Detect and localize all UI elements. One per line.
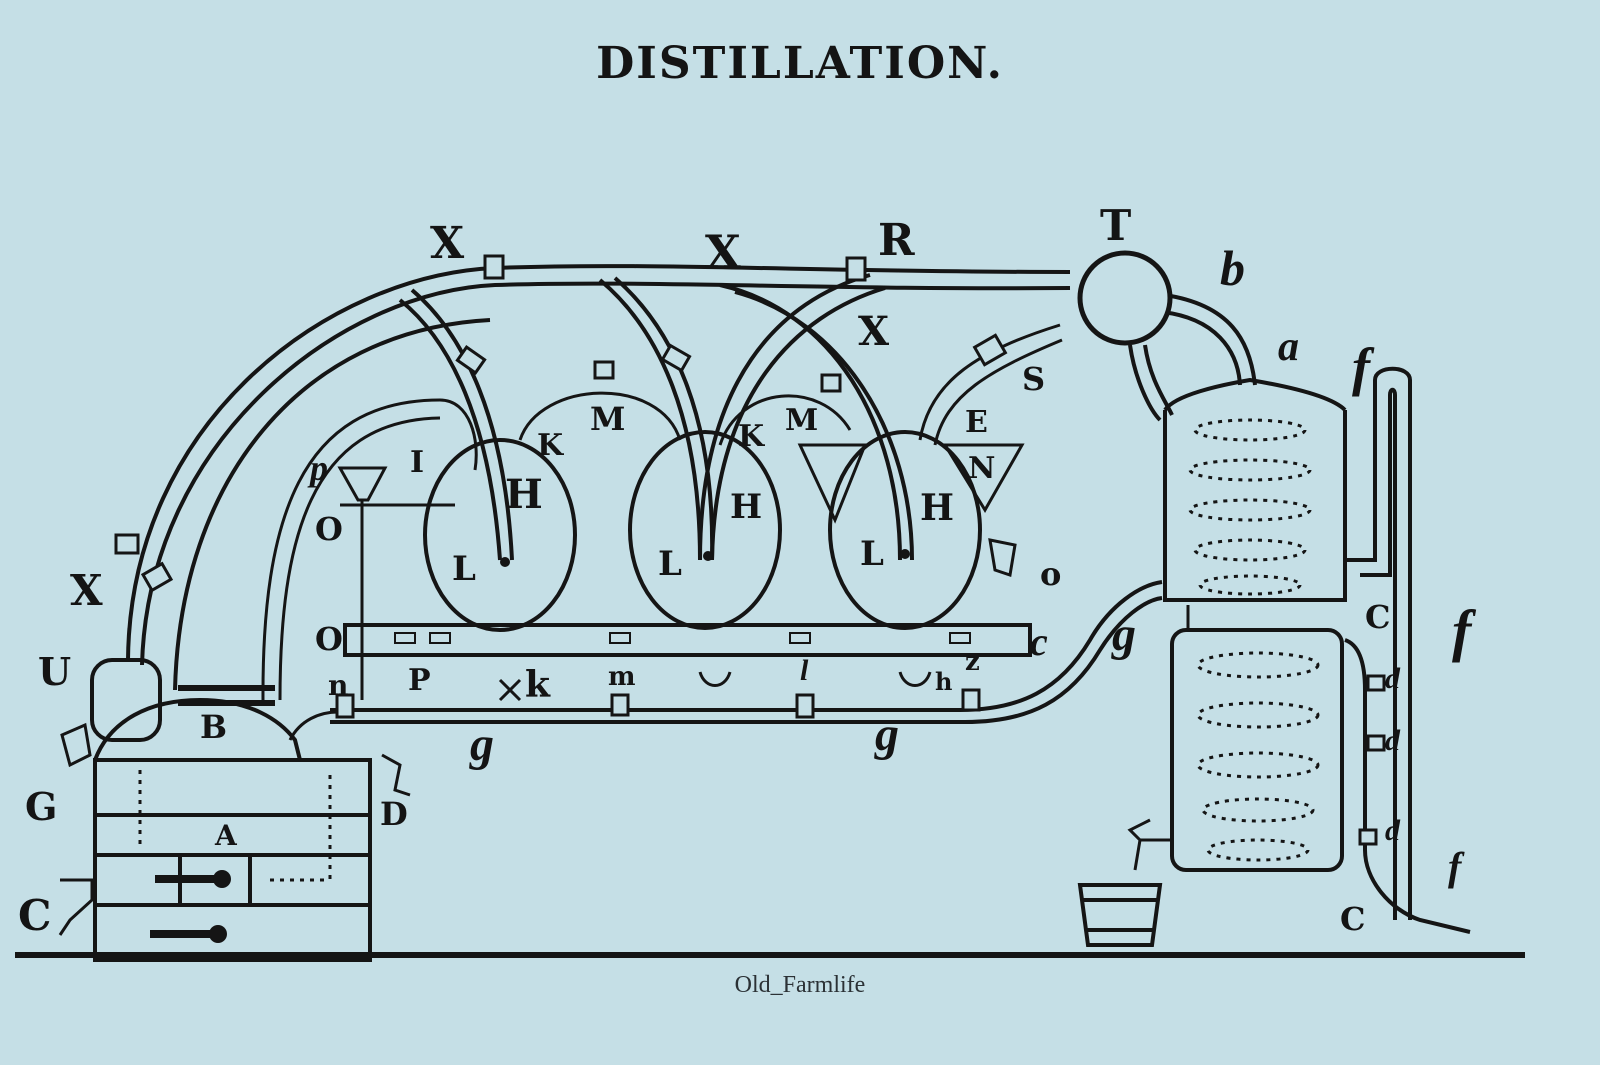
label-a-furnace: A	[214, 819, 238, 852]
image-credit: Old_Farmlife	[734, 972, 866, 998]
diagram-labels: X X R T b X a f S E N K M K M I p H H H …	[18, 201, 1477, 940]
label-c-lower-right: C	[1340, 900, 1365, 938]
rail-fittings	[498, 671, 932, 702]
vessel-h-1	[423, 438, 577, 632]
condenser-tap	[1127, 818, 1172, 871]
label-l-3: L	[860, 534, 884, 574]
page-title: DISTILLATION.	[596, 38, 1004, 89]
upper-pipes	[126, 264, 1257, 701]
label-m-2: M	[785, 403, 818, 438]
label-h-1: H	[505, 471, 543, 518]
label-h-3: H	[920, 487, 954, 529]
lower-pipe-g	[330, 580, 1163, 712]
label-e: E	[965, 405, 988, 440]
lower-pipe-valves	[335, 688, 981, 719]
label-r: R	[878, 215, 915, 266]
tap-g	[60, 722, 92, 768]
label-f-middle: f	[1452, 598, 1477, 663]
label-d: D	[380, 795, 408, 833]
vessel-valves	[500, 549, 910, 567]
furnace-a	[93, 758, 372, 962]
pipe-stopcocks	[114, 254, 1008, 593]
support-rail	[343, 623, 1032, 657]
pipe-c-cocks	[1358, 674, 1386, 846]
label-l-1: L	[452, 549, 476, 589]
label-b-still: B	[200, 708, 227, 746]
funnel-n	[942, 443, 1025, 513]
tap-d	[381, 753, 411, 797]
tap-c	[58, 878, 94, 936]
label-s: S	[1022, 360, 1045, 398]
vessel-h-3	[828, 430, 982, 630]
vessels-h	[423, 430, 982, 632]
label-k-small: k	[525, 664, 551, 706]
still-spout	[288, 710, 339, 741]
label-o-upper: O	[315, 510, 343, 548]
label-l-small: l	[800, 654, 809, 687]
pipe-c	[1344, 638, 1471, 934]
label-x-mid: X	[858, 308, 889, 355]
label-k-1: K	[537, 428, 564, 463]
still-b-bolts	[178, 685, 275, 706]
label-p: p	[307, 448, 328, 488]
funnel-m	[797, 443, 868, 524]
furnace-dotted-lines	[138, 770, 332, 882]
label-d-2: d	[1385, 724, 1401, 757]
label-u: U	[38, 649, 71, 694]
label-c-left: C	[18, 891, 51, 940]
condenser-lower	[1170, 605, 1344, 872]
label-x-top: X	[705, 225, 741, 279]
label-x-top-left: X	[430, 218, 465, 269]
label-f-top: f	[1352, 337, 1375, 397]
label-k-2: K	[738, 419, 765, 454]
label-g-2: g	[874, 708, 899, 761]
still-head-u	[90, 658, 162, 742]
label-n-small: n	[328, 669, 348, 702]
pipe-f-inner	[1360, 387, 1397, 920]
label-f-bottom: f	[1448, 844, 1465, 889]
label-o-lower: O	[315, 620, 343, 658]
label-h-2: H	[730, 487, 762, 527]
label-t: T	[1100, 201, 1131, 250]
label-c-curve: c	[1030, 619, 1048, 664]
vessel-tap	[988, 538, 1017, 577]
still-b	[93, 697, 302, 761]
label-m-small: m	[608, 662, 636, 692]
label-n: N	[968, 451, 995, 486]
label-i: I	[410, 445, 424, 480]
label-d-3: d	[1385, 814, 1401, 847]
label-l-2: L	[658, 544, 682, 584]
label-z: z	[965, 647, 980, 677]
label-b: b	[1220, 240, 1245, 296]
label-g: G	[25, 784, 57, 829]
label-c-upper-right: C	[1365, 598, 1390, 636]
label-o-tap: o	[1040, 555, 1061, 593]
label-g-1: g	[469, 718, 494, 771]
funnel-p	[337, 466, 388, 502]
label-p-small: P	[408, 663, 431, 698]
label-m-1: M	[590, 400, 625, 438]
label-g-3: g	[1111, 608, 1136, 661]
lower-pipe-g-inner	[330, 596, 1163, 724]
label-x-left: X	[70, 566, 103, 615]
vessel-h-2	[628, 430, 782, 630]
globe-vessel-t	[1077, 250, 1173, 346]
label-h-small: h	[935, 667, 952, 696]
label-d-1: d	[1385, 662, 1401, 695]
condenser-upper	[1163, 377, 1347, 602]
receiving-bucket	[1077, 883, 1163, 947]
furnace-door-handles	[150, 870, 231, 943]
label-a: a	[1278, 324, 1299, 370]
pipe-f	[1345, 366, 1412, 920]
